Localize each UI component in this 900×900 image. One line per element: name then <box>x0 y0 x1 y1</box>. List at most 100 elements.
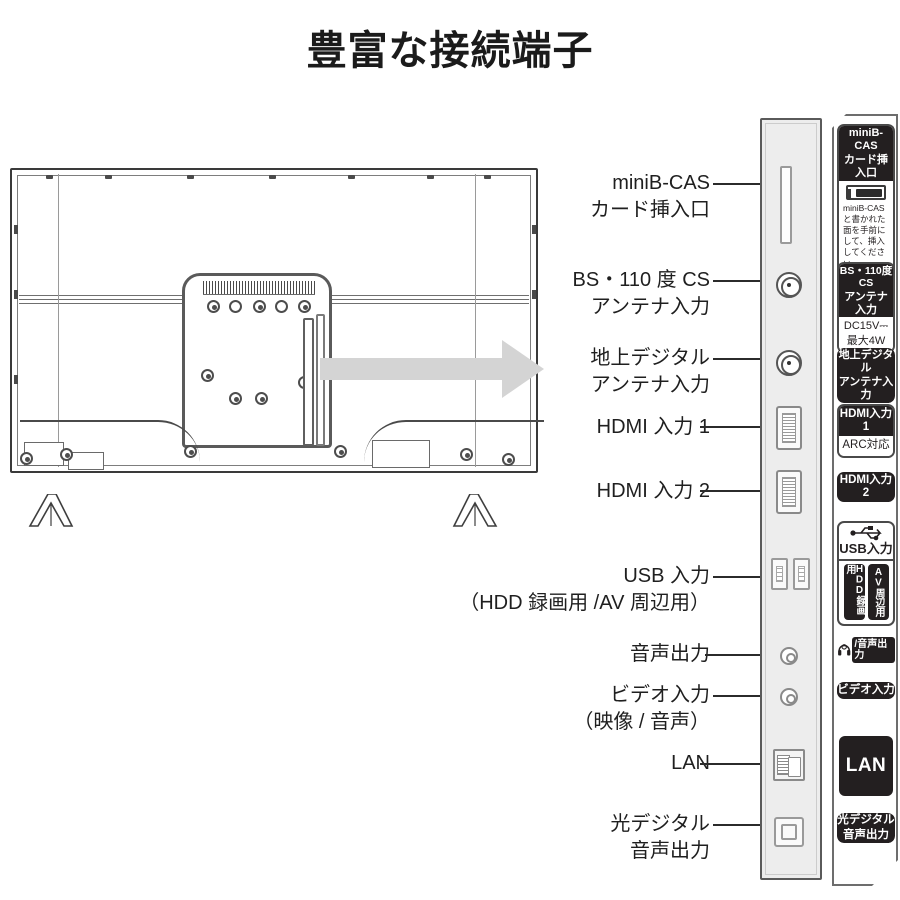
callout-line-1: 光デジタル <box>610 813 710 835</box>
label-usb-icon-wrap <box>839 525 893 541</box>
label-terrestrial-title-2: アンテナ入力 <box>838 376 894 401</box>
tv-cable-slot <box>316 314 325 446</box>
label-usb-hdd-text: HDD録画用 <box>844 563 865 615</box>
tv-screw <box>348 175 355 179</box>
usb-port-hdd[interactable] <box>771 558 788 590</box>
label-usb-subtags: HDD録画用 AV周辺用 <box>839 561 893 624</box>
optical-out-port[interactable] <box>774 817 804 847</box>
headphone-icon <box>837 642 851 658</box>
tv-rear-recess <box>372 440 430 468</box>
tv-screw-hole <box>275 300 288 313</box>
optical-inner-square <box>781 824 797 840</box>
callout-hdmi-1: HDMI 入力 1 <box>597 414 710 441</box>
leader-line-audio-out <box>705 654 760 656</box>
callout-line-1: miniB-CAS <box>612 172 710 194</box>
tv-screw-hole <box>334 445 347 458</box>
usb-pins <box>798 566 805 582</box>
leader-line-minib-cas <box>713 183 760 185</box>
label-group-bs-cs: BS・110度CS アンテナ入力 DC15V⎓ 最大4W <box>837 262 895 353</box>
rj45-latch <box>788 757 801 777</box>
tv-screw-hole <box>460 448 473 461</box>
hdmi-pins <box>782 477 796 507</box>
terrestrial-coax-jack[interactable] <box>776 350 802 376</box>
leader-line-hdmi-1 <box>700 426 760 428</box>
label-hdmi-1-arc: ARC対応 <box>839 436 893 455</box>
usb-port-av[interactable] <box>793 558 810 590</box>
label-group-minib-cas: miniB-CAS カード挿入口 miniB-CASと書かれた面を手前にして、挿… <box>837 124 895 275</box>
callout-line-1: 音声出力 <box>630 643 710 665</box>
tv-screw-hole <box>253 300 266 313</box>
tv-screw-hole <box>502 453 515 466</box>
usb-icon <box>849 525 883 541</box>
usb-pins <box>776 566 783 582</box>
label-group-usb: USB入力 HDD録画用 AV周辺用 <box>837 521 895 626</box>
audio-out-jack[interactable] <box>780 647 798 665</box>
label-group-optical: 光デジタル 音声出力 <box>837 813 895 843</box>
tv-stand-leg-right <box>452 493 498 528</box>
callout-terrestrial-antenna: 地上デジタル アンテナ入力 <box>590 345 710 399</box>
bcas-card-icon <box>846 185 886 200</box>
tv-screw-hole <box>184 445 197 458</box>
label-minib-cas-card-icon-wrap <box>839 181 893 202</box>
minib-cas-slot[interactable] <box>780 166 792 244</box>
page-title: 豊富な接続端子 <box>306 29 594 73</box>
hdmi-2-port[interactable] <box>776 470 802 514</box>
tv-vesa-mount <box>182 273 332 448</box>
video-in-jack[interactable] <box>780 688 798 706</box>
tv-panel-seam <box>475 174 476 467</box>
tv-panel-seam <box>58 174 59 467</box>
tv-rear-recess <box>68 452 104 470</box>
callout-line-1: BS・110 度 CS <box>572 269 710 291</box>
callout-line-2: （HDD 録画用 /AV 周辺用） <box>459 592 710 614</box>
label-audio-out-title: /音声出力 <box>852 637 895 663</box>
tv-bottom-curve <box>364 420 544 462</box>
label-usb-av-text: AV周辺用 <box>873 567 884 617</box>
leader-line-optical <box>713 824 760 826</box>
callout-line-2: 音声出力 <box>630 840 710 862</box>
zoom-arrow-head <box>502 340 544 398</box>
bcas-card-chip <box>856 189 882 197</box>
label-bs-cs-title-2: アンテナ入力 <box>839 290 893 317</box>
hdmi-pins <box>782 413 796 443</box>
tv-screw <box>427 175 434 179</box>
lan-port[interactable] <box>773 749 805 781</box>
tv-screw-hole <box>201 369 214 382</box>
label-optical-title-1: 光デジタル <box>837 813 895 828</box>
port-panel-inner-edge <box>765 123 817 875</box>
tv-bottom-curve <box>20 420 200 462</box>
tv-screw <box>484 175 491 179</box>
tv-side-tab <box>14 225 18 234</box>
hdmi-1-port[interactable] <box>776 406 802 450</box>
callout-line-1: HDMI 入力 1 <box>596 416 710 438</box>
callout-line-2: カード挿入口 <box>590 199 710 221</box>
label-bs-cs-power-2: 最大4W <box>839 334 893 351</box>
callout-line-1: ビデオ入力 <box>610 684 710 706</box>
callout-usb: USB 入力 （HDD 録画用 /AV 周辺用） <box>459 563 710 617</box>
callout-optical-out: 光デジタル 音声出力 <box>610 811 710 865</box>
callout-line-1: LAN <box>671 752 710 774</box>
leader-line-usb <box>713 576 760 578</box>
label-lan-title: LAN <box>839 736 893 796</box>
label-minib-cas-title-1: miniB-CAS <box>839 126 893 153</box>
tv-screw-hole <box>255 392 268 405</box>
callout-hdmi-2: HDMI 入力 2 <box>597 478 710 505</box>
leader-line-hdmi-2 <box>700 490 760 492</box>
callout-line-1: HDMI 入力 2 <box>596 480 710 502</box>
callout-video-in: ビデオ入力 （映像 / 音声） <box>573 682 710 736</box>
label-video-in-title: ビデオ入力 <box>837 682 895 699</box>
tv-screw-hole <box>229 300 242 313</box>
label-usb-title: USB入力 <box>839 541 893 561</box>
callout-line-2: （映像 / 音声） <box>573 711 710 733</box>
label-hdmi-2-title: HDMI入力2 <box>837 472 895 502</box>
label-bs-cs-power-1: DC15V⎓ <box>839 317 893 334</box>
tv-screw-hole <box>229 392 242 405</box>
tv-stand-leg-left <box>28 493 74 528</box>
leader-line-video-in <box>713 695 760 697</box>
label-hdmi-1-title: HDMI入力1 <box>839 406 893 436</box>
callout-line-2: アンテナ入力 <box>590 374 710 396</box>
bs-cs-coax-jack[interactable] <box>776 272 802 298</box>
leader-line-lan <box>700 763 760 765</box>
label-minib-cas-title-2: カード挿入口 <box>839 153 893 180</box>
leader-line-bs-cs <box>713 280 760 282</box>
tv-cable-slot <box>303 318 314 446</box>
